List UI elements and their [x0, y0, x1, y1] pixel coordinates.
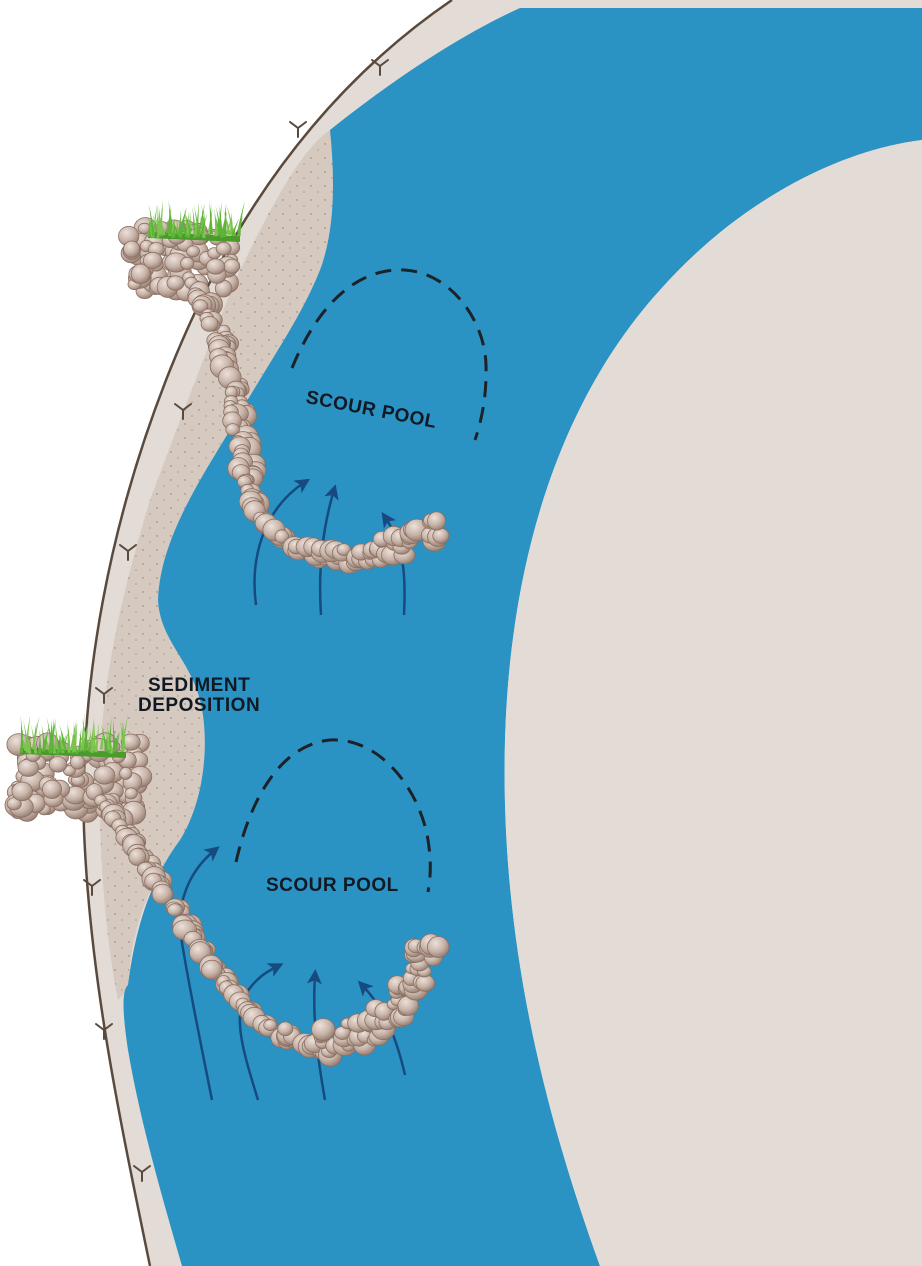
sediment-label-line1: SEDIMENT — [138, 676, 260, 696]
rock — [312, 1019, 335, 1041]
rock — [94, 766, 115, 784]
rock — [143, 252, 162, 268]
rock — [12, 782, 33, 801]
sediment-deposition-label: SEDIMENT DEPOSITION — [138, 676, 260, 716]
rock — [181, 257, 194, 269]
rock — [416, 975, 435, 991]
rock — [125, 788, 137, 799]
rock — [18, 759, 39, 776]
rock — [187, 246, 200, 257]
rock — [216, 242, 231, 255]
rock — [224, 259, 240, 273]
rock — [427, 937, 449, 958]
rock — [433, 528, 449, 543]
rock — [206, 259, 224, 274]
rock — [278, 1022, 293, 1036]
rock — [167, 904, 182, 916]
sediment-label-line2: DEPOSITION — [138, 696, 260, 716]
rock — [201, 316, 218, 331]
rock — [167, 276, 184, 290]
rock — [264, 1020, 277, 1031]
scour-pool-label-lower: SCOUR POOL — [266, 876, 399, 896]
rock — [124, 241, 140, 257]
rock — [427, 512, 445, 530]
rock — [42, 780, 61, 798]
rock — [49, 757, 67, 773]
rock — [120, 767, 132, 779]
rock — [70, 755, 84, 769]
